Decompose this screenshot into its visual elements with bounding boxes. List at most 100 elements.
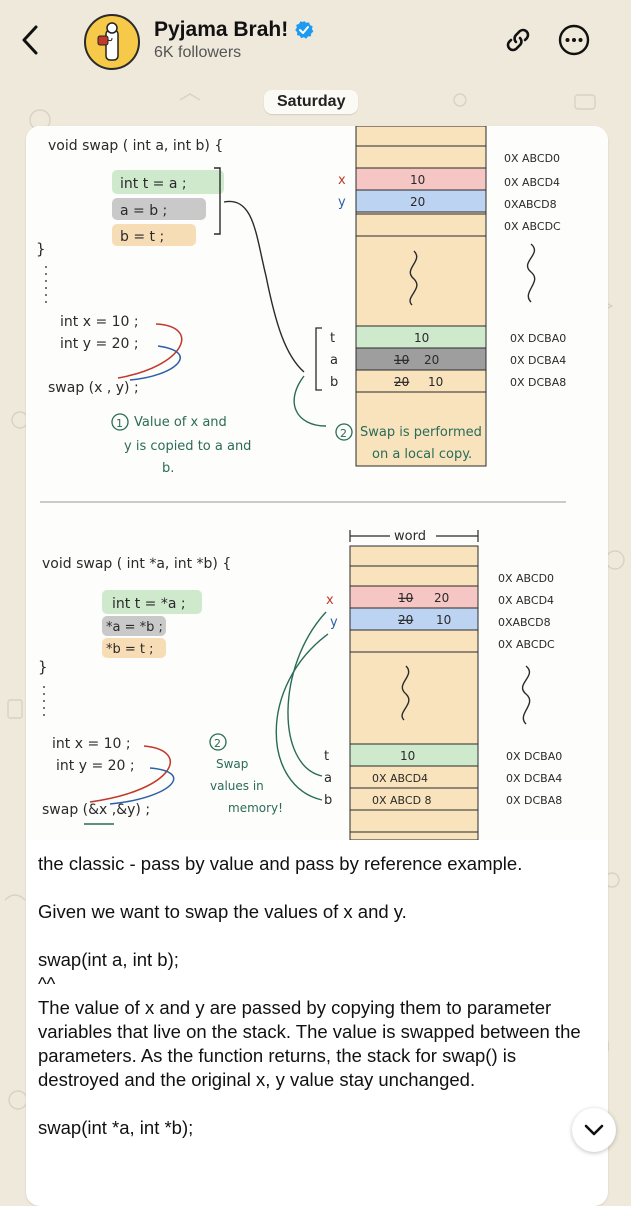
bottom-code-hl-3: [102, 638, 166, 658]
top-cell-b: 10: [428, 375, 443, 389]
top-cell-t: 10: [414, 331, 429, 345]
top-note1-num: 1: [116, 417, 123, 430]
bottom-code-line-2: *a = *b ;: [106, 620, 163, 635]
top-signature: void swap ( int a, int b) {: [48, 138, 223, 154]
bottom-addr-0: 0X ABCD0: [498, 572, 554, 585]
top-note1-line-3: b.: [162, 461, 174, 476]
bottom-signature: void swap ( int *a, int *b) {: [42, 556, 231, 572]
bottom-ref-arrow-x: [89, 745, 171, 803]
top-decl-x: int x = 10 ;: [60, 314, 139, 330]
top-param-bracket: [315, 327, 322, 391]
bottom-cell-y: 10: [436, 613, 451, 627]
channel-name[interactable]: Pyjama Brah!: [154, 18, 314, 42]
chevron-left-icon: [22, 25, 38, 55]
bottom-addr-4: 0X DCBA0: [506, 750, 562, 763]
bottom-pointer-arrow-b: [275, 633, 329, 801]
top-var-x: x: [338, 173, 346, 188]
bottom-var-a: a: [324, 771, 332, 786]
message-text[interactable]: the classic - pass by value and pass by …: [38, 852, 598, 1164]
top-note1-line-2: y is copied to a and: [124, 439, 251, 454]
top-call-arrow: [223, 200, 305, 373]
top-addr-6: 0X DCBA8: [510, 376, 566, 389]
channel-name-text: Pyjama Brah!: [154, 18, 289, 41]
pyjama-mascot-icon: [97, 22, 119, 61]
word-label-bg: [390, 526, 436, 544]
bottom-addr-3: 0X ABCDC: [498, 638, 555, 651]
top-code-line-2: a = b ;: [120, 203, 167, 219]
top-note1-circle: [111, 413, 129, 431]
channel-message[interactable]: void swap ( int a, int b) { int t = a ; …: [26, 126, 608, 1206]
message-paragraph-2: Given we want to swap the values of x an…: [38, 901, 407, 922]
chevron-down-icon: [584, 1124, 604, 1136]
bottom-var-t: t: [324, 749, 329, 764]
bottom-addr-squiggle: [521, 665, 531, 725]
top-note1-line-1: Value of x and: [134, 415, 227, 430]
bottom-code-line-1: int t = *a ;: [112, 596, 186, 612]
bottom-cell-b: 0X ABCD 8: [372, 794, 432, 807]
top-cell-a: 20: [424, 353, 439, 367]
top-var-t: t: [330, 331, 335, 346]
top-cell-b-old: 20: [394, 375, 409, 389]
top-addr-4: 0X DCBA0: [510, 332, 566, 345]
bottom-close-brace: }: [38, 658, 48, 676]
link-icon: [506, 28, 530, 52]
bottom-var-x: x: [326, 593, 334, 608]
bottom-addr-1: 0X ABCD4: [498, 594, 554, 607]
top-note2-line-1: Swap is performed: [360, 425, 482, 440]
top-call: swap (x , y) ;: [48, 380, 139, 396]
back-button[interactable]: [12, 20, 48, 60]
top-addr-5: 0X DCBA4: [510, 354, 566, 367]
top-addr-0: 0X ABCD0: [504, 152, 560, 165]
message-code-line: swap(int a, int b);: [38, 949, 179, 970]
bottom-cell-t: 10: [400, 749, 415, 763]
top-cell-a-old: 10: [394, 353, 409, 367]
bottom-decl-y: int y = 20 ;: [56, 758, 135, 774]
top-code-hl-1: [112, 170, 224, 194]
top-code-line-1: int t = a ;: [120, 176, 187, 192]
top-addr-3: 0X ABCDC: [504, 220, 561, 233]
bottom-code-hl-2: [102, 616, 166, 636]
top-decl-y: int y = 20 ;: [60, 336, 139, 352]
word-label: word: [394, 529, 426, 544]
top-memory-column: [355, 126, 487, 467]
date-separator: Saturday: [264, 90, 359, 114]
more-options-button[interactable]: [554, 20, 594, 60]
bottom-decl-x: int x = 10 ;: [52, 736, 131, 752]
message-paragraph-5: swap(int *a, int *b);: [38, 1117, 194, 1138]
bottom-cell-y-old: 20: [398, 613, 413, 627]
bottom-cell-x-old: 10: [398, 591, 413, 605]
bottom-note-line-1: Swap: [216, 757, 248, 771]
top-copy-arrow-y: [129, 345, 181, 381]
follower-count: 6K followers: [154, 44, 242, 61]
bottom-note-num: 2: [214, 737, 221, 750]
verified-badge-icon: [295, 21, 314, 39]
top-code-line-3: b = t ;: [120, 229, 164, 245]
chat-header: Pyjama Brah! 6K followers: [0, 0, 631, 92]
top-copy-arrow-x: [117, 323, 183, 379]
top-code-hl-2: [112, 198, 206, 220]
top-note2-arrow: [293, 375, 327, 427]
top-code-hl-3: [112, 224, 196, 246]
bottom-code-hl-1: [102, 590, 202, 614]
bottom-note-line-2: values in: [210, 779, 264, 793]
top-cell-x: 10: [410, 173, 425, 187]
bottom-call: swap (&x ,&y) ;: [42, 802, 150, 818]
top-addr-2: 0XABCD8: [504, 198, 557, 211]
channel-avatar[interactable]: [84, 14, 140, 70]
bottom-addr-2: 0XABCD8: [498, 616, 551, 629]
top-close-brace: }: [36, 240, 46, 258]
pass-by-value-reference-sketch[interactable]: void swap ( int a, int b) { int t = a ; …: [26, 126, 608, 840]
top-var-a: a: [330, 353, 338, 368]
top-var-b: b: [330, 375, 338, 390]
scroll-to-bottom-button[interactable]: [572, 1108, 616, 1152]
bottom-ref-arrow-y: [109, 767, 175, 805]
bottom-addr-6: 0X DCBA8: [506, 794, 562, 807]
top-addr-1: 0X ABCD4: [504, 176, 560, 189]
bottom-memory-column: [349, 545, 479, 840]
top-cell-y: 20: [410, 195, 425, 209]
bottom-pointer-arrow-a: [287, 611, 327, 777]
copy-link-button[interactable]: [498, 20, 538, 60]
bottom-addr-5: 0X DCBA4: [506, 772, 562, 785]
bottom-var-y: y: [330, 615, 338, 630]
top-note2-num: 2: [340, 427, 347, 440]
